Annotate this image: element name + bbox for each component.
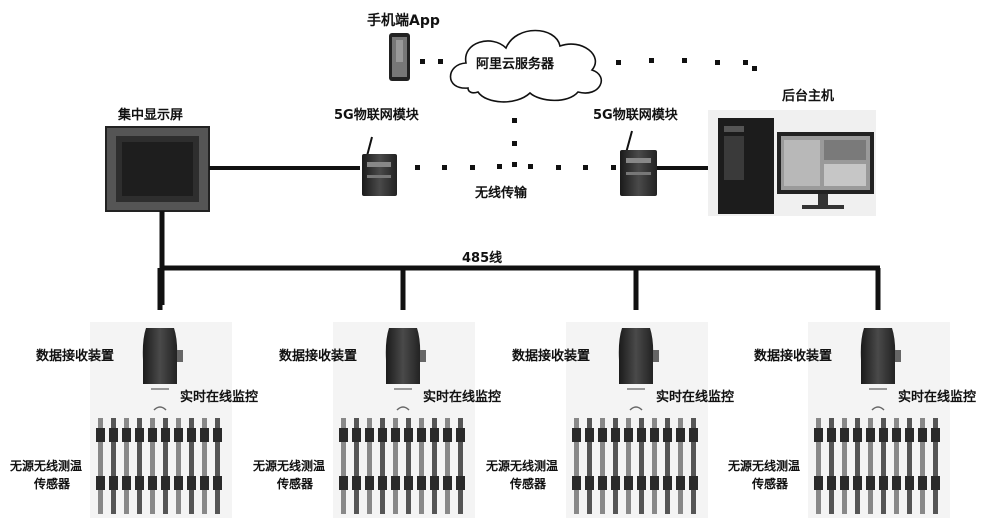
- sensor-array-icon: [572, 418, 698, 514]
- receiver-device-icon: [860, 328, 901, 390]
- receiver-device-icon: [385, 328, 426, 390]
- wireless-signal-icon: [629, 406, 643, 411]
- sensor-array-icon: [339, 418, 465, 514]
- sensor-array-icon: [96, 418, 222, 514]
- receiver-label: 数据接收装置: [36, 348, 114, 364]
- sensor-label-line2: 传感器: [509, 476, 547, 491]
- phone-icon: [389, 33, 410, 81]
- sensor-label-line2: 传感器: [751, 476, 789, 491]
- host-computer-icon: [708, 110, 876, 216]
- wireless-label: 无线传输: [474, 185, 528, 201]
- display-label: 集中显示屏: [117, 107, 183, 123]
- receiver-device-icon: [142, 328, 183, 390]
- wireless-signal-icon: [396, 406, 410, 411]
- cloud-label: 阿里云服务器: [476, 56, 555, 72]
- module-right-label: 5G物联网模块: [593, 107, 679, 123]
- 5g-module-left-icon: [362, 136, 397, 196]
- bus-label: 485线: [462, 250, 502, 266]
- dotted-link-phone-cloud: [420, 59, 443, 64]
- wireless-signal-icon: [871, 406, 885, 411]
- cloud-icon: [449, 29, 603, 103]
- monitor-label: 实时在线监控: [423, 389, 501, 405]
- wireless-signal-icon: [153, 406, 167, 411]
- receiver-label: 数据接收装置: [512, 348, 590, 364]
- sensor-array-icon: [814, 418, 940, 514]
- dotted-link-cloud-network: [512, 118, 517, 146]
- receiver-label: 数据接收装置: [279, 348, 357, 364]
- 5g-module-right-icon: [620, 130, 657, 196]
- dotted-link-cloud-host: [616, 58, 757, 71]
- module-left-label: 5G物联网模块: [334, 107, 420, 123]
- sensor-label-line1: 无源无线测温: [727, 458, 800, 473]
- sensor-label-line1: 无源无线测温: [252, 458, 325, 473]
- receiver-device-icon: [618, 328, 659, 390]
- sensor-label-line2: 传感器: [276, 476, 314, 491]
- monitor-label: 实时在线监控: [180, 389, 258, 405]
- host-label: 后台主机: [782, 88, 834, 104]
- sensor-label-line1: 无源无线测温: [485, 458, 558, 473]
- sensor-label-line1: 无源无线测温: [9, 458, 82, 473]
- receiver-label: 数据接收装置: [754, 348, 832, 364]
- dotted-link-wireless: [415, 162, 616, 170]
- phone-label: 手机端App: [367, 12, 440, 29]
- monitor-label: 实时在线监控: [898, 389, 976, 405]
- rs485-bus: [159, 211, 880, 305]
- monitor-label: 实时在线监控: [656, 389, 734, 405]
- display-screen-icon: [105, 126, 210, 212]
- sensor-label-line2: 传感器: [33, 476, 71, 491]
